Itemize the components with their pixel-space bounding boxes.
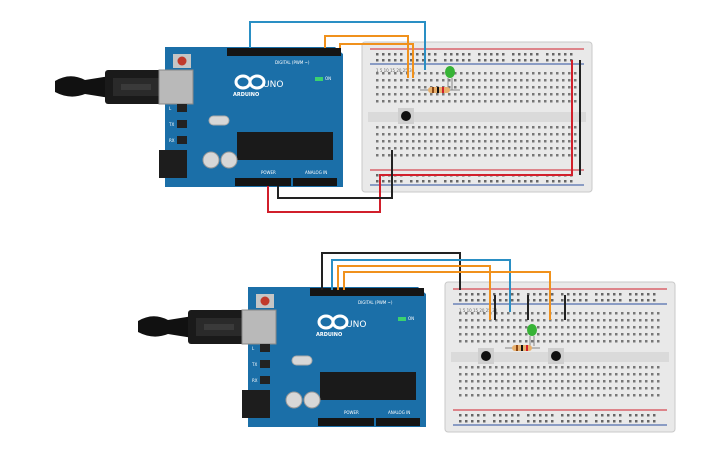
pushbutton-bottom-2[interactable]: [548, 348, 564, 364]
circuit-top: 1 5 10 15 20 25 30 UNO ARDUINO DIGITAL (…: [53, 21, 592, 213]
arduino-top-rx-label: RX: [169, 138, 175, 143]
wire-top-orange-2[interactable]: [339, 43, 414, 78]
arduino-uno-bottom[interactable]: UNO ARDUINO DIGITAL (PWM ~) POWER ANALOG…: [136, 285, 428, 429]
arduino-bottom-uno-label: UNO: [346, 320, 366, 330]
breadboard-bottom-col-numbers: 1 5 10 15 20 25 30: [459, 308, 498, 313]
bb-top-label-cols: 1 5 10 15 20 25 30: [376, 68, 415, 73]
pushbutton-bottom-1[interactable]: [478, 348, 494, 364]
wire-top-orange-1[interactable]: [324, 35, 409, 78]
arduino-top-on-label: ON: [325, 76, 331, 81]
bb-bottom-label-cols: 1 5 10 15 20 25 30: [459, 308, 498, 313]
arduino-bottom-rx-label: RX: [252, 378, 258, 383]
resistor-top[interactable]: [420, 87, 460, 93]
arduino-top-power-label: POWER: [261, 170, 276, 175]
circuit-bottom: 1 5 10 15 20 25 30 UNO ARDUINO DIGITAL (…: [136, 252, 675, 432]
arduino-bottom-tx-label: TX: [251, 362, 257, 367]
arduino-bottom-brand-label: ARDUINO: [316, 332, 342, 338]
arduino-bottom-l-label: L: [252, 346, 255, 351]
breadboard-bottom[interactable]: 1 5 10 15 20 25 30: [445, 282, 675, 432]
breadboard-top-col-numbers: 1 5 10 15 20 25 30: [376, 68, 415, 73]
wire-bottom-orange-1[interactable]: [337, 265, 491, 320]
arduino-bottom-analog-label: ANALOG IN: [388, 410, 410, 415]
arduino-bottom-digital-label: DIGITAL (PWM ~): [358, 300, 393, 305]
arduino-top-uno-label: UNO: [263, 80, 283, 90]
led-green-bottom[interactable]: [527, 324, 537, 346]
arduino-top-l-label: L: [169, 106, 172, 111]
wire-top-black[interactable]: [277, 150, 393, 199]
wire-top-blue[interactable]: [249, 21, 426, 70]
wire-bottom-blue[interactable]: [331, 259, 511, 312]
pushbutton-top[interactable]: [398, 108, 414, 124]
arduino-top-tx-label: TX: [168, 122, 174, 127]
arduino-top-analog-label: ANALOG IN: [305, 170, 327, 175]
arduino-bottom-on-label: ON: [408, 316, 414, 321]
wire-top-red[interactable]: [267, 60, 573, 213]
led-green-top[interactable]: [445, 66, 455, 90]
resistor-bottom[interactable]: [505, 345, 540, 351]
arduino-top-digital-label: DIGITAL (PWM ~): [275, 60, 310, 65]
breadboard-top[interactable]: 1 5 10 15 20 25 30: [362, 42, 592, 192]
wire-bottom-orange-2[interactable]: [343, 271, 551, 320]
arduino-uno-top[interactable]: UNO ARDUINO DIGITAL (PWM ~) POWER ANALOG…: [53, 45, 345, 189]
arduino-bottom-power-label: POWER: [344, 410, 359, 415]
arduino-top-brand-label: ARDUINO: [233, 92, 259, 98]
